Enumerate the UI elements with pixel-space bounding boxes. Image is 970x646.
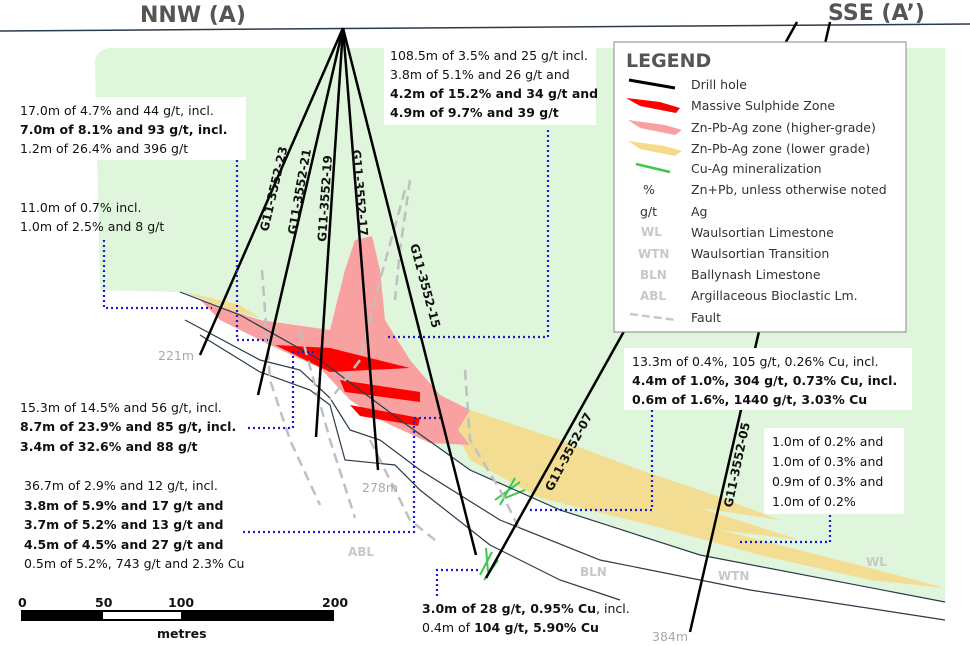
svg-text:Zn+Pb, unless otherwise noted: Zn+Pb, unless otherwise noted <box>691 182 887 197</box>
callout-lines <box>102 130 832 596</box>
svg-text:200: 200 <box>322 595 348 610</box>
intercept-hole07: 13.3m of 0.4%, 105 g/t, 0.26% Cu, incl. … <box>624 348 912 410</box>
svg-text:100: 100 <box>168 595 194 610</box>
svg-text:Ag: Ag <box>691 204 708 219</box>
svg-text:4.5m of 4.5% and 27 g/t and: 4.5m of 4.5% and 27 g/t and <box>24 537 223 552</box>
svg-text:0.9m of 0.3% and: 0.9m of 0.3% and <box>772 474 883 489</box>
formation-contacts <box>179 291 946 621</box>
intercept-hole21: 15.3m of 14.5% and 56 g/t, incl. 8.7m of… <box>20 400 236 454</box>
svg-text:3.4m of 32.6% and 88 g/t: 3.4m of 32.6% and 88 g/t <box>20 439 198 454</box>
svg-text:WL: WL <box>641 225 662 239</box>
svg-text:1.2m of 26.4% and 396 g/t: 1.2m of 26.4% and 396 g/t <box>20 141 188 156</box>
svg-text:g/t: g/t <box>640 204 657 219</box>
section-right-label: SSE (A’) <box>828 1 925 26</box>
svg-text:metres: metres <box>157 626 207 641</box>
svg-text:Waulsortian Limestone: Waulsortian Limestone <box>691 225 834 240</box>
svg-text:17.0m of 4.7% and 44 g/t, incl: 17.0m of 4.7% and 44 g/t, incl. <box>20 103 214 118</box>
drill-hole-15 <box>341 27 478 556</box>
svg-text:15.3m of 14.5% and 56 g/t, inc: 15.3m of 14.5% and 56 g/t, incl. <box>20 400 222 415</box>
intercept-hole15-cu: 3.0m of 28 g/t, 0.95% Cu, incl. 0.4m of … <box>422 601 630 635</box>
svg-text:G11-3552-19: G11-3552-19 <box>315 155 335 242</box>
svg-text:%: % <box>643 182 655 197</box>
svg-text:Zn-Pb-Ag zone (higher-grade): Zn-Pb-Ag zone (higher-grade) <box>691 120 876 135</box>
svg-text:BLN: BLN <box>640 268 667 282</box>
zn-pb-ag-lower-grade-zone <box>185 292 945 588</box>
intercept-hole17: 36.7m of 2.9% and 12 g/t, incl. 3.8m of … <box>24 478 244 571</box>
svg-text:7.0m of 8.1% and 93 g/t, incl.: 7.0m of 8.1% and 93 g/t, incl. <box>20 122 228 137</box>
svg-text:3.8m of 5.9% and 17 g/t and: 3.8m of 5.9% and 17 g/t and <box>24 498 223 513</box>
svg-text:50: 50 <box>95 595 113 610</box>
svg-text:Waulsortian Transition: Waulsortian Transition <box>691 246 829 261</box>
svg-text:4.4m of 1.0%, 304 g/t, 0.73% C: 4.4m of 1.0%, 304 g/t, 0.73% Cu, incl. <box>632 373 897 388</box>
svg-text:Fault: Fault <box>691 310 721 325</box>
svg-text:0: 0 <box>18 595 27 610</box>
svg-text:4.9m of 9.7% and 39 g/t: 4.9m of 9.7% and 39 g/t <box>390 105 559 120</box>
svg-text:ABL: ABL <box>640 289 666 303</box>
svg-text:Argillaceous Bioclastic Lm.: Argillaceous Bioclastic Lm. <box>691 288 858 303</box>
intercept-hole23b: 11.0m of 0.7% incl. 1.0m of 2.5% and 8 g… <box>20 200 164 234</box>
svg-text:0.4m of 104 g/t, 5.90% Cu: 0.4m of 104 g/t, 5.90% Cu <box>422 620 599 635</box>
svg-text:1.0m of 0.2%: 1.0m of 0.2% <box>772 494 856 509</box>
svg-text:LEGEND: LEGEND <box>626 50 711 72</box>
svg-text:3.8m of 5.1% and 26 g/t and: 3.8m of 5.1% and 26 g/t and <box>390 67 570 82</box>
scale-bar: 0 50 100 200 metres <box>18 595 348 641</box>
svg-text:WTN: WTN <box>638 247 669 261</box>
svg-text:1.0m of 2.5% and 8 g/t: 1.0m of 2.5% and 8 g/t <box>20 219 164 234</box>
svg-text:0.5m of 5.2%, 743 g/t and 2.3%: 0.5m of 5.2%, 743 g/t and 2.3% Cu <box>24 556 244 571</box>
formation-label-wtn: WTN <box>718 569 749 583</box>
cu-ag-mineralization <box>479 477 526 581</box>
intercept-hole23: 17.0m of 4.7% and 44 g/t, incl. 7.0m of … <box>14 97 246 160</box>
svg-text:1.0m of 0.2% and: 1.0m of 0.2% and <box>772 434 883 449</box>
drill-hole-21 <box>256 27 345 396</box>
depth-label-384m: 384m <box>652 629 688 644</box>
drill-hole-19 <box>314 27 345 438</box>
formation-label-bln: BLN <box>580 565 607 579</box>
svg-text:36.7m of 2.9% and 12 g/t, incl: 36.7m of 2.9% and 12 g/t, incl. <box>24 478 218 493</box>
svg-text:11.0m of 0.7% incl.: 11.0m of 0.7% incl. <box>20 200 141 215</box>
drill-hole-17 <box>341 27 380 471</box>
svg-text:8.7m of 23.9% and 85 g/t, incl: 8.7m of 23.9% and 85 g/t, incl. <box>20 419 236 434</box>
intercept-hole05: 1.0m of 0.2% and 1.0m of 0.3% and 0.9m o… <box>764 428 904 514</box>
svg-text:Massive Sulphide Zone: Massive Sulphide Zone <box>691 98 835 113</box>
svg-text:13.3m of 0.4%, 105 g/t, 0.26%: 13.3m of 0.4%, 105 g/t, 0.26% Cu, incl. <box>632 354 879 369</box>
svg-text:108.5m of 3.5% and 25 g/t incl: 108.5m of 3.5% and 25 g/t incl. <box>390 48 588 63</box>
depth-label-221m: 221m <box>158 348 194 363</box>
svg-text:0.6m of 1.6%, 1440 g/t, 3.03%: 0.6m of 1.6%, 1440 g/t, 3.03% Cu <box>632 392 867 407</box>
svg-text:Drill hole: Drill hole <box>691 77 747 92</box>
section-left-label: NNW (A) <box>140 3 246 28</box>
faults <box>260 179 522 541</box>
depth-label-278m: 278m <box>362 480 398 495</box>
svg-text:1.0m of 0.3% and: 1.0m of 0.3% and <box>772 454 883 469</box>
ground-surface-line <box>0 23 970 32</box>
intercept-hole15: 108.5m of 3.5% and 25 g/t incl. 3.8m of … <box>384 40 598 125</box>
svg-text:Cu-Ag mineralization: Cu-Ag mineralization <box>691 161 822 176</box>
svg-text:3.7m of 5.2% and 13 g/t and: 3.7m of 5.2% and 13 g/t and <box>24 517 223 532</box>
formation-label-wl: WL <box>866 555 887 569</box>
legend: LEGEND % g/t WL WTN BLN ABL Drill hole M… <box>613 41 907 333</box>
formation-label-abl: ABL <box>348 545 374 559</box>
svg-text:3.0m of 28 g/t, 0.95% Cu, incl: 3.0m of 28 g/t, 0.95% Cu, incl. <box>422 601 630 616</box>
drill-hole-23 <box>198 27 345 356</box>
svg-text:4.2m of 15.2% and 34 g/t and: 4.2m of 15.2% and 34 g/t and <box>390 86 598 101</box>
svg-text:Ballynash Limestone: Ballynash Limestone <box>691 267 821 282</box>
svg-text:Zn-Pb-Ag zone (lower grade): Zn-Pb-Ag zone (lower grade) <box>691 141 870 156</box>
